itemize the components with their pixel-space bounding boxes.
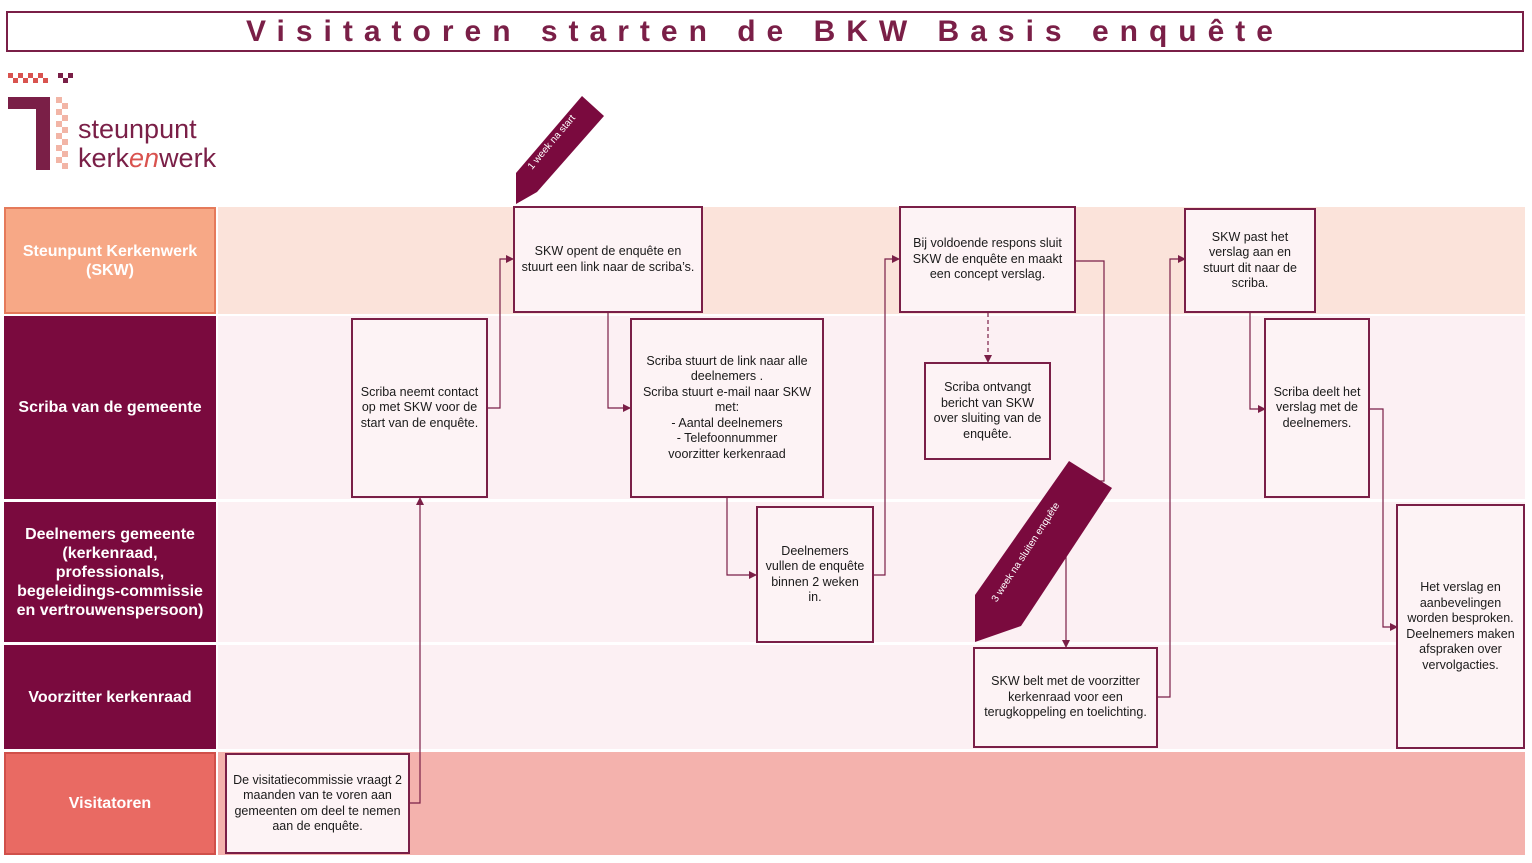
step-deelnemers-vullen-in: Deelnemers vullen de enquête binnen 2 we…: [756, 506, 874, 643]
page-title: Visitatoren starten de BKW Basis enquête: [246, 14, 1284, 48]
lane-label-voorzitter: Voorzitter kerkenraad: [4, 645, 216, 749]
connector-scriba-deelt-to-besproken: [1369, 408, 1398, 631]
lane-label-deelnemers: Deelnemers gemeente (kerkenraad, profess…: [4, 502, 216, 642]
lane-label-scriba: Scriba van de gemeente: [4, 316, 216, 499]
connector-skw-sluit-to-skw-belt: [1062, 260, 1105, 648]
page-title-bar: Visitatoren starten de BKW Basis enquête: [6, 11, 1524, 52]
step-skw-opent-enquete: SKW opent de enquête en stuurt een link …: [513, 206, 703, 313]
logo-mark-icon: [8, 73, 73, 170]
week3-arrow-icon: [975, 461, 1112, 642]
steunpunt-kerkenwerk-logo: steunpunt kerkenwerk: [6, 70, 236, 180]
step-scriba-deelt-verslag: Scriba deelt het verslag met de deelneme…: [1264, 318, 1370, 498]
week1-arrow-icon: [516, 96, 604, 204]
step-scriba-stuurt-link: Scriba stuurt de link naar alle deelneme…: [630, 318, 824, 498]
connector-skw-opent-to-scriba-stuurt: [607, 313, 631, 412]
connector-deelnemers-to-skw-sluit: [873, 255, 900, 576]
lane-label-visitatoren: Visitatoren: [4, 752, 216, 855]
step-verslag-besproken: Het verslag en aanbevelingen worden besp…: [1396, 504, 1525, 749]
step-scriba-neemt-contact: Scriba neemt contact op met SKW voor de …: [351, 318, 488, 498]
step-scriba-ontvangt-bericht: Scriba ontvangt bericht van SKW over slu…: [924, 362, 1051, 460]
connector-skw-past-to-scriba-deelt: [1249, 313, 1266, 413]
lane-background-visitatoren: [218, 752, 1525, 855]
step-visitatie-vraagt: De visitatiecommissie vraagt 2 maanden v…: [225, 753, 410, 854]
lane-label-skw: Steunpunt Kerkenwerk (SKW): [4, 207, 216, 314]
connector-scriba-to-skw-opent: [487, 255, 514, 409]
logo-text-line2: kerkenwerk: [78, 143, 217, 173]
step-skw-past-verslag-aan: SKW past het verslag aan en stuurt dit n…: [1184, 208, 1316, 313]
logo-text-line1: steunpunt: [78, 114, 197, 144]
lane-background-voorzitter: [218, 645, 1525, 749]
connector-scriba-stuurt-to-deelnemers: [726, 497, 757, 579]
step-skw-sluit-enquete: Bij voldoende respons sluit SKW de enquê…: [899, 206, 1076, 313]
step-skw-belt-voorzitter: SKW belt met de voorzitter kerkenraad vo…: [973, 647, 1158, 748]
connector-skw-belt-to-skw-past: [1157, 255, 1186, 698]
connector-visitatie-to-scriba: [409, 497, 424, 804]
